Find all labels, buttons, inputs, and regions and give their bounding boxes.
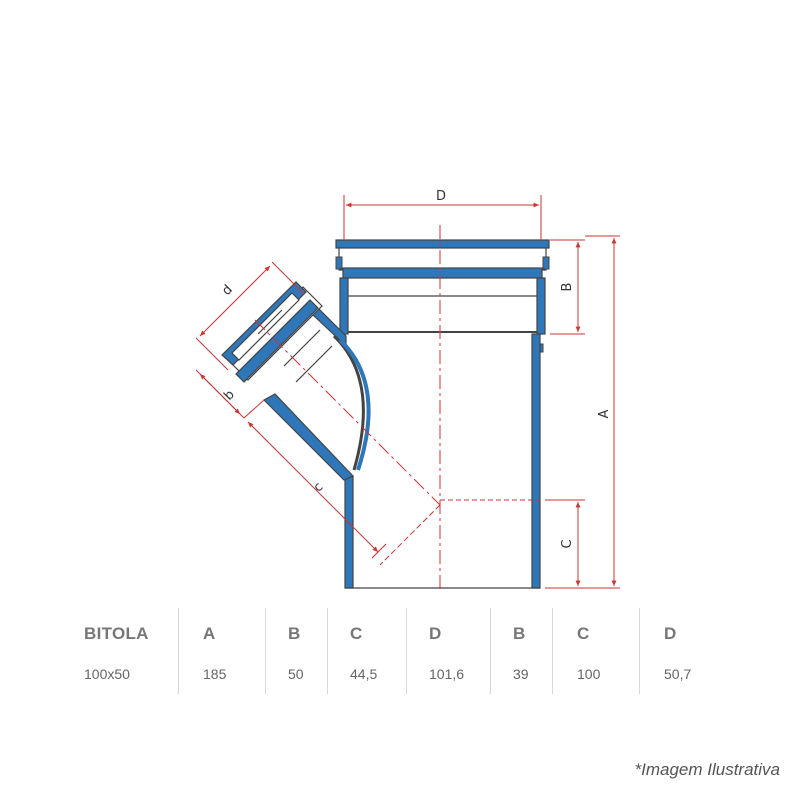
value-B: 50 — [288, 666, 304, 682]
header-D2: D — [664, 624, 677, 643]
col-D: D 101,6 — [406, 608, 491, 694]
col-A: A 185 — [178, 608, 266, 694]
col-D2: D 50,7 — [639, 608, 800, 694]
dimension-D-top: D — [343, 189, 542, 240]
col-bitola: BITOLA 100x50 — [0, 608, 178, 694]
header-bitola: BITOLA — [84, 624, 149, 643]
main-pipe-body — [335, 239, 550, 589]
value-C: 44,5 — [350, 666, 378, 682]
header-B: B — [288, 624, 301, 643]
col-C: C 44,5 — [327, 608, 407, 694]
spec-table: BITOLA 100x50 A 185 B 50 C 44,5 D 101,6 … — [0, 608, 800, 698]
dimension-C-right: C — [545, 499, 585, 586]
dimension-b-branch: b — [195, 369, 245, 419]
dimension-A-right: A — [545, 235, 620, 589]
col-C2: C 100 — [552, 608, 640, 694]
col-B: B 50 — [265, 608, 328, 694]
value-D: 101,6 — [429, 666, 465, 682]
value-B2: 39 — [513, 666, 529, 682]
header-B2: B — [513, 624, 526, 643]
dimension-B-right: B — [550, 239, 585, 335]
label-D-top: D — [436, 189, 446, 204]
header-A: A — [203, 624, 216, 643]
illustrative-image-note: *Imagem Ilustrativa — [634, 760, 781, 779]
value-C2: 100 — [577, 666, 601, 682]
label-d-branch: d — [219, 282, 235, 298]
label-B-right: B — [560, 283, 575, 292]
label-c-branch: c — [311, 480, 327, 496]
dimension-c-branch: c — [243, 399, 387, 559]
pipe-junction-drawing: D B A C d b c — [195, 189, 620, 590]
value-D2: 50,7 — [664, 666, 692, 682]
label-A-right: A — [597, 409, 612, 418]
header-D: D — [429, 624, 442, 643]
value-A: 185 — [203, 666, 227, 682]
header-C2: C — [577, 624, 590, 643]
header-C: C — [350, 624, 363, 643]
label-C-right: C — [560, 539, 575, 548]
center-lines — [254, 225, 441, 590]
col-B2: B 39 — [490, 608, 553, 694]
value-bitola: 100x50 — [84, 666, 130, 682]
label-b-branch: b — [221, 387, 237, 403]
